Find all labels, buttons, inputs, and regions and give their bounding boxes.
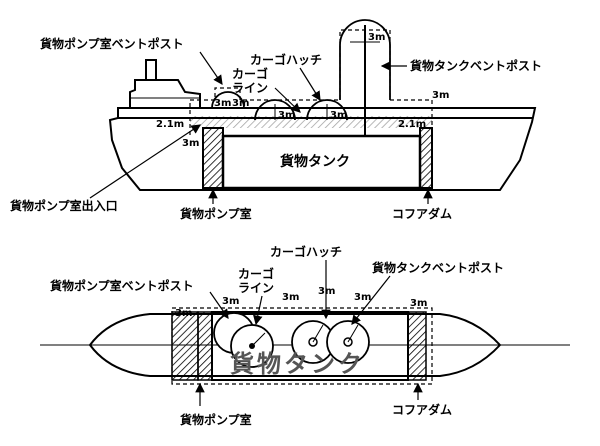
label-plan-cargo-tank: 貨物タンク [230,350,365,378]
label-plan-pump-vent-post: 貨物ポンプ室ベントポスト [50,278,194,293]
label-cargo-tank: 貨物タンク [279,153,350,170]
label-tank-vent-post: 貨物タンクベントポスト [410,58,542,73]
label-pump-vent-post: 貨物ポンプ室ベントポスト [40,36,184,51]
dim-3m-vent-a: 3m [214,98,231,109]
label-pump-room: 貨物ポンプ室 [180,206,252,221]
dim-plan-3m-line: 3m [282,292,299,303]
cargo-tank [221,134,422,190]
funnel [145,59,157,81]
label-pump-room-entrance: 貨物ポンプ室出入口 [10,198,118,213]
label-plan-cargo-line-2: ライン [238,281,274,295]
dim-plan-3m-cofferdam: 3m [410,298,427,309]
label-plan-cargo-line-1: カーゴ [238,266,274,281]
dim-3m-tank-vent: 3m [368,32,385,43]
dim-2-1m-right: 2.1m [398,119,426,130]
hatch-semicircle-3 [211,91,245,109]
plan-cofferdam [407,311,427,381]
label-cargo-hatch: カーゴハッチ [250,52,322,67]
label-cargo-line-2: ライン [232,81,268,95]
dim-3m-cofferdam: 3m [432,90,449,101]
dim-3m-hatch-2: 3m [330,110,347,121]
dim-3m-pump: 3m [182,138,199,149]
plan-view: 貨物タンク カーゴハッチ 貨物タンクベントポスト 貨物ポンプ室ベントポスト カー… [40,244,570,427]
side-view: 貨物ポンプ室ベントポスト カーゴハッチ カーゴ ライン 貨物タンクベントポスト … [10,19,542,221]
plan-pump-room-zone [171,311,199,381]
hazard-zone-boundary [189,29,433,135]
dim-plan-3m-tank-vent: 3m [354,292,371,303]
dim-plan-3m-vent: 3m [222,296,239,307]
hull-outline [108,107,537,191]
plan-pump-room [197,311,213,381]
tank-vent-post-zone [339,19,391,100]
dim-plan-3m-hatch: 3m [318,286,335,297]
label-plan-cofferdam: コフアダム [392,402,452,417]
zone-2-1m-band [190,116,432,128]
dim-2-1m-left: 2.1m [156,119,184,130]
label-plan-pump-room: 貨物ポンプ室 [180,412,252,427]
dim-3m-hatch-1: 3m [278,110,295,121]
label-plan-cargo-hatch: カーゴハッチ [270,244,342,259]
dim-plan-3m-pump: 3m [175,308,192,319]
plan-cargo-tank [211,311,409,381]
hull-plan-outline [88,313,502,377]
label-cofferdam: コフアダム [392,206,452,221]
cofferdam [419,127,433,189]
label-cargo-line-1: カーゴ [232,66,268,81]
dim-3m-vent-b: 3m [232,98,249,109]
pump-room [202,127,224,189]
label-plan-tank-vent-post: 貨物タンクベントポスト [372,260,504,275]
hatch-semicircle-2 [306,99,348,121]
